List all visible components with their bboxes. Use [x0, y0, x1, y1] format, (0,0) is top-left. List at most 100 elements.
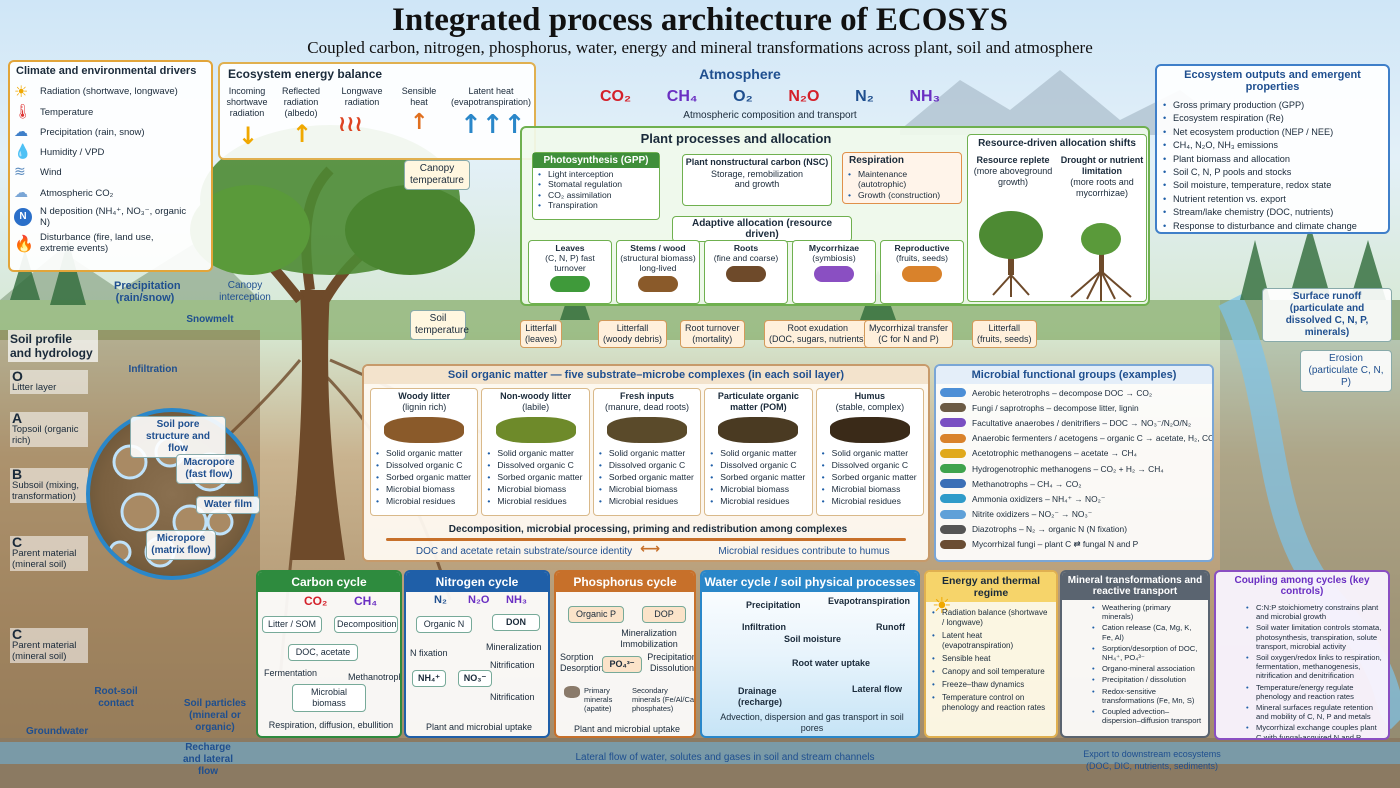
soil-temperature-label: Soil temperature — [410, 310, 469, 340]
atmosphere-gases: CO₂ CH₄ O₂ N₂O N₂ NH₃ — [600, 88, 940, 106]
thermal-item: Freeze–thaw dynamics — [932, 680, 1050, 690]
microbe-label: Fungi / saprotrophs – decompose litter, … — [972, 402, 1139, 413]
som-pool: Microbial residues — [487, 495, 583, 507]
som-complex: Humus(stable, complex)Solid organic matt… — [815, 388, 925, 516]
microbe-label: Anaerobic fermenters / acetogens – organ… — [972, 433, 1214, 444]
som-pool-list: Solid organic matterDissolved organic CS… — [485, 447, 585, 507]
output-item: Soil C, N, P pools and stocks — [1163, 166, 1382, 180]
carbon-title: Carbon cycle — [258, 572, 400, 592]
mineral-rock-icon — [564, 686, 580, 698]
microbe-row: Facultative anaerobes / denitrifiers – D… — [940, 415, 1208, 430]
flux-note: (woody debris) — [603, 334, 663, 344]
som-complex-note: (stable, complex) — [835, 402, 905, 412]
carbon-metha: Methanotrophy — [348, 672, 400, 682]
carbon-panel: Carbon cycle CO₂ CH₄ Litter / SOM Decomp… — [256, 570, 402, 738]
microbe-row: Nitrite oxidizers – NO₂⁻ → NO₃⁻ — [940, 507, 1208, 522]
coupling-item: C:N:P stoichiometry constrains plant and… — [1246, 603, 1382, 621]
organ-icon — [550, 276, 590, 292]
thermal-item: Radiation balance (shortwave / longwave) — [932, 608, 1050, 628]
microbe-label: Methanotrophs – CH₄ → CO₂ — [972, 478, 1082, 489]
organ-icon — [726, 266, 766, 282]
pore-title: Soil pore structure and flow — [130, 416, 226, 458]
som-complex-note: (lignin rich) — [402, 402, 447, 412]
soil-layer-code: C — [12, 626, 23, 642]
microbes-title: Microbial functional groups (examples) — [936, 366, 1212, 384]
water-lat: Lateral flow — [852, 684, 903, 694]
energy-sensible-label: Sensible heat — [401, 86, 437, 107]
water-et: Evapotranspiration — [828, 596, 911, 606]
thermal-item: Latent heat (evapotranspiration) — [932, 631, 1050, 651]
som-complex-name: Fresh inputs — [620, 391, 675, 401]
decomposition-label: Decomposition, microbial processing, pri… — [448, 524, 848, 535]
som-pool: Solid organic matter — [376, 447, 472, 459]
organ-name: Reproductive — [894, 243, 950, 253]
flux-note: (mortality) — [692, 334, 733, 344]
incoming-arrow-icon: ↓ — [238, 122, 259, 150]
nitrogen-orgn: Organic N — [416, 616, 472, 633]
flux-note: (DOC, sugars, nutrients) — [769, 334, 867, 344]
droplet-icon: 💧 — [14, 144, 32, 160]
output-item: Soil moisture, temperature, redox state — [1163, 179, 1382, 193]
carbon-ch4: CH₄ — [354, 594, 378, 608]
energy-balance-title: Ecosystem energy balance — [228, 67, 383, 81]
thermal-title: Energy and thermal regime — [926, 572, 1056, 602]
microbe-icon — [940, 448, 966, 458]
sensible-arrow-icon: ↑ — [410, 110, 429, 135]
photosynthesis-item: Transpiration — [538, 200, 654, 211]
residue-humus-label: Microbial residues contribute to humus — [718, 546, 890, 557]
water-moist: Soil moisture — [784, 634, 842, 644]
gas-co2: CO₂ — [600, 88, 632, 105]
organ-name: Mycorrhizae — [808, 243, 860, 253]
som-pool: Dissolved organic C — [376, 459, 472, 471]
microbe-label: Mycorrhizal fungi – plant C ⇄ fungal N a… — [972, 539, 1139, 550]
som-pool: Microbial biomass — [822, 483, 918, 495]
photosynthesis-item: Light interception — [538, 169, 654, 180]
soil-layer-code: A — [12, 410, 23, 426]
phosphorus-mi: Mineralization Immobilization — [620, 628, 678, 649]
mineral-item: Precipitation / dissolution — [1092, 675, 1202, 684]
water-panel: Water cycle / soil physical processes Pr… — [700, 570, 920, 738]
organ-card: Leaves(C, N, P) fast turnover — [528, 240, 612, 304]
som-complex-name: Woody litter — [398, 391, 451, 401]
energy-reflected-label: Reflected radiation (albedo) — [281, 86, 321, 118]
nitrogen-nitr2: Nitrification — [490, 692, 535, 702]
microbe-row: Diazotrophs – N₂ → organic N (N fixation… — [940, 522, 1208, 537]
coupling-title: Coupling among cycles (key controls) — [1234, 575, 1370, 597]
precipitation-label: Precipitation (rain/snow) — [114, 280, 181, 304]
photosynthesis-list: Light interceptionStomatal regulationCO₂… — [533, 168, 659, 212]
mineral-list: Weathering (primary minerals)Cation rele… — [1062, 600, 1208, 730]
output-item: Net ecosystem production (NEP / NEE) — [1163, 126, 1382, 140]
coupling-item: Mineral surfaces regulate retention and … — [1246, 703, 1382, 721]
water-adv: Advection, dispersion and gas transport … — [720, 712, 904, 733]
soil-profile-title: Soil profile and hydrology — [8, 330, 98, 362]
energy-balance-panel: Ecosystem energy balance Incoming shortw… — [218, 62, 536, 160]
microbe-icon — [940, 494, 966, 504]
mineral-item: Redox-sensitive transformations (Fe, Mn,… — [1092, 687, 1202, 705]
organ-icon — [814, 266, 854, 282]
flux-note: (leaves) — [525, 334, 558, 344]
coupling-panel: Coupling among cycles (key controls) C:N… — [1214, 570, 1390, 740]
mineral-item: Weathering (primary minerals) — [1092, 603, 1202, 621]
som-complexes: Woody litter(lignin rich) Solid organic m… — [370, 388, 925, 516]
nsc-title: Plant nonstructural carbon (NSC) — [685, 157, 829, 167]
driver-temperature: Temperature — [40, 106, 94, 118]
coupling-item: Soil water limitation controls stomata, … — [1246, 623, 1382, 651]
driver-co2: Atmospheric CO₂ — [40, 187, 114, 199]
nsc-text: Storage, remobilization and growth — [710, 169, 804, 189]
exchange-arrow-icon: ⟷ — [640, 541, 661, 557]
sun-icon: ☀ — [14, 81, 29, 101]
nitrogen-nh3: NH₃ — [506, 594, 527, 606]
doc-identity-label: DOC and acetate retain substrate/source … — [415, 546, 633, 557]
export-label: Export to downstream ecosystems (DOC, DI… — [1083, 749, 1221, 771]
gas-ch4: CH₄ — [666, 88, 698, 105]
coupling-list: C:N:P stoichiometry constrains plant and… — [1216, 600, 1388, 738]
flux-label: Root exudation(DOC, sugars, nutrients) — [764, 320, 872, 348]
output-item: CH₄, N₂O, NH₃ emissions — [1163, 139, 1382, 153]
plant-title: Plant processes and allocation — [640, 131, 832, 146]
plant-panel: Plant processes and allocation Photosynt… — [520, 126, 1150, 306]
drivers-panel: Climate and environmental drivers ☀Radia… — [8, 60, 213, 272]
respiration-box: Respiration Maintenance (autotrophic)Gro… — [842, 152, 962, 204]
